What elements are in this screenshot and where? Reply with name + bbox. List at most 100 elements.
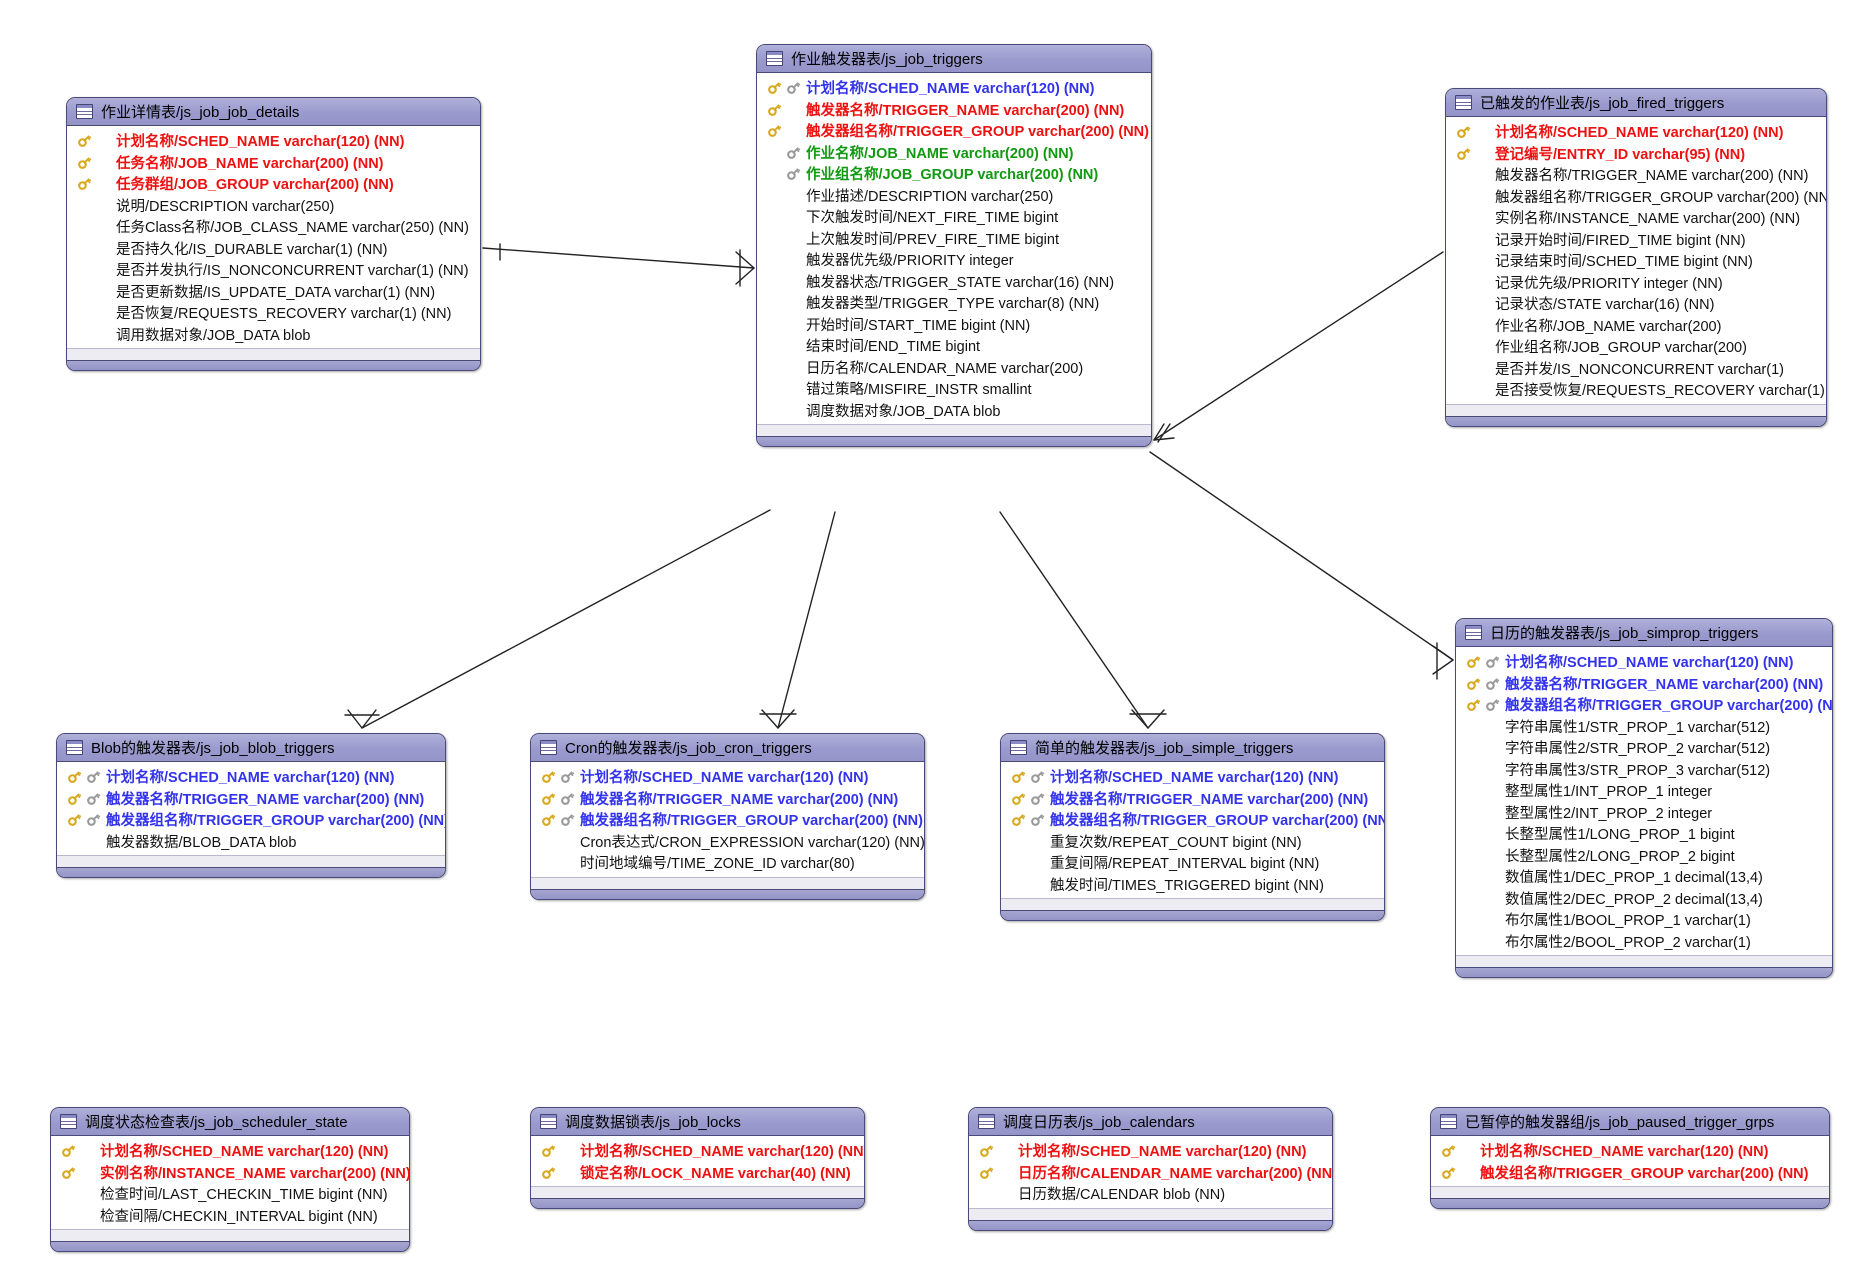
- entity-field[interactable]: 触发组名称/TRIGGER_GROUP varchar(200) (NN): [1431, 1162, 1829, 1184]
- entity-locks[interactable]: 调度数据锁表/js_job_locks 计划名称/SCHED_NAME varch…: [530, 1107, 865, 1209]
- entity-field[interactable]: 任务群组/JOB_GROUP varchar(200) (NN): [67, 173, 480, 195]
- entity-field[interactable]: 触发器名称/TRIGGER_NAME varchar(200) (NN): [1456, 673, 1832, 695]
- entity-field[interactable]: 整型属性1/INT_PROP_1 integer: [1456, 780, 1832, 802]
- entity-field[interactable]: 长整型属性1/LONG_PROP_1 bigint: [1456, 823, 1832, 845]
- entity-job_details[interactable]: 作业详情表/js_job_job_details 计划名称/SCHED_NAME …: [66, 97, 481, 371]
- entity-field[interactable]: 记录状态/STATE varchar(16) (NN): [1446, 293, 1826, 315]
- entity-field[interactable]: 计划名称/SCHED_NAME varchar(120) (NN): [1431, 1140, 1829, 1162]
- entity-field[interactable]: 触发器名称/TRIGGER_NAME varchar(200) (NN): [757, 99, 1151, 121]
- entity-resize-bar[interactable]: [67, 360, 480, 370]
- entity-field[interactable]: 计划名称/SCHED_NAME varchar(120) (NN): [57, 766, 445, 788]
- entity-simprop_triggers[interactable]: 日历的触发器表/js_job_simprop_triggers 计划名称/SCHE…: [1455, 618, 1833, 978]
- entity-resize-bar[interactable]: [1431, 1198, 1829, 1208]
- entity-field[interactable]: 错过策略/MISFIRE_INSTR smallint: [757, 378, 1151, 400]
- entity-field[interactable]: 实例名称/INSTANCE_NAME varchar(200) (NN): [51, 1162, 409, 1184]
- entity-field[interactable]: 触发器数据/BLOB_DATA blob: [57, 831, 445, 853]
- entity-field[interactable]: 记录开始时间/FIRED_TIME bigint (NN): [1446, 229, 1826, 251]
- entity-header-blob_triggers[interactable]: Blob的触发器表/js_job_blob_triggers: [57, 734, 445, 762]
- entity-header-calendars[interactable]: 调度日历表/js_job_calendars: [969, 1108, 1332, 1136]
- entity-resize-bar[interactable]: [969, 1219, 1332, 1230]
- entity-header-paused_trigger_grps[interactable]: 已暂停的触发器组/js_job_paused_trigger_grps: [1431, 1108, 1829, 1136]
- entity-field[interactable]: 触发器组名称/TRIGGER_GROUP varchar(200) (NN): [57, 809, 445, 831]
- entity-field[interactable]: 触发器组名称/TRIGGER_GROUP varchar(200) (NN): [1446, 186, 1826, 208]
- entity-field[interactable]: 触发器组名称/TRIGGER_GROUP varchar(200) (NN): [1456, 694, 1832, 716]
- entity-field[interactable]: 记录优先级/PRIORITY integer (NN): [1446, 272, 1826, 294]
- entity-field[interactable]: 是否持久化/IS_DURABLE varchar(1) (NN): [67, 238, 480, 260]
- entity-field[interactable]: 锁定名称/LOCK_NAME varchar(40) (NN): [531, 1162, 864, 1184]
- entity-field[interactable]: 计划名称/SCHED_NAME varchar(120) (NN): [531, 766, 924, 788]
- entity-field[interactable]: 触发器状态/TRIGGER_STATE varchar(16) (NN): [757, 271, 1151, 293]
- entity-field[interactable]: 计划名称/SCHED_NAME varchar(120) (NN): [67, 130, 480, 152]
- entity-field[interactable]: 作业名称/JOB_NAME varchar(200): [1446, 315, 1826, 337]
- entity-field[interactable]: 说明/DESCRIPTION varchar(250): [67, 195, 480, 217]
- entity-field[interactable]: 日历数据/CALENDAR blob (NN): [969, 1183, 1332, 1205]
- entity-field[interactable]: 触发器组名称/TRIGGER_GROUP varchar(200) (NN): [757, 120, 1151, 142]
- entity-field[interactable]: 开始时间/START_TIME bigint (NN): [757, 314, 1151, 336]
- entity-field[interactable]: 触发器优先级/PRIORITY integer: [757, 249, 1151, 271]
- entity-header-locks[interactable]: 调度数据锁表/js_job_locks: [531, 1108, 864, 1136]
- entity-field[interactable]: 是否并发执行/IS_NONCONCURRENT varchar(1) (NN): [67, 259, 480, 281]
- entity-header-fired_triggers[interactable]: 已触发的作业表/js_job_fired_triggers: [1446, 89, 1826, 117]
- entity-field[interactable]: Cron表达式/CRON_EXPRESSION varchar(120) (NN…: [531, 831, 924, 853]
- entity-field[interactable]: 计划名称/SCHED_NAME varchar(120) (NN): [51, 1140, 409, 1162]
- entity-field[interactable]: 计划名称/SCHED_NAME varchar(120) (NN): [1456, 651, 1832, 673]
- entity-field[interactable]: 是否并发/IS_NONCONCURRENT varchar(1): [1446, 358, 1826, 380]
- entity-field[interactable]: 日历名称/CALENDAR_NAME varchar(200) (NN): [969, 1162, 1332, 1184]
- entity-fired_triggers[interactable]: 已触发的作业表/js_job_fired_triggers 计划名称/SCHED_…: [1445, 88, 1827, 427]
- entity-resize-bar[interactable]: [57, 867, 445, 877]
- entity-field[interactable]: 任务名称/JOB_NAME varchar(200) (NN): [67, 152, 480, 174]
- entity-field[interactable]: 计划名称/SCHED_NAME varchar(120) (NN): [1446, 121, 1826, 143]
- entity-field[interactable]: 调用数据对象/JOB_DATA blob: [67, 324, 480, 346]
- entity-field[interactable]: 记录结束时间/SCHED_TIME bigint (NN): [1446, 250, 1826, 272]
- entity-header-job_details[interactable]: 作业详情表/js_job_job_details: [67, 98, 480, 126]
- entity-field[interactable]: 触发器组名称/TRIGGER_GROUP varchar(200) (NN): [531, 809, 924, 831]
- entity-field[interactable]: 检查间隔/CHECKIN_INTERVAL bigint (NN): [51, 1205, 409, 1227]
- entity-field[interactable]: 是否更新数据/IS_UPDATE_DATA varchar(1) (NN): [67, 281, 480, 303]
- entity-field[interactable]: 触发器名称/TRIGGER_NAME varchar(200) (NN): [1001, 788, 1384, 810]
- entity-paused_trigger_grps[interactable]: 已暂停的触发器组/js_job_paused_trigger_grps 计划名称/…: [1430, 1107, 1830, 1209]
- entity-field[interactable]: 字符串属性3/STR_PROP_3 varchar(512): [1456, 759, 1832, 781]
- entity-field[interactable]: 调度数据对象/JOB_DATA blob: [757, 400, 1151, 422]
- entity-header-simprop_triggers[interactable]: 日历的触发器表/js_job_simprop_triggers: [1456, 619, 1832, 647]
- entity-field[interactable]: 整型属性2/INT_PROP_2 integer: [1456, 802, 1832, 824]
- entity-field[interactable]: 布尔属性1/BOOL_PROP_1 varchar(1): [1456, 909, 1832, 931]
- entity-resize-bar[interactable]: [1446, 415, 1826, 426]
- entity-header-simple_triggers[interactable]: 简单的触发器表/js_job_simple_triggers: [1001, 734, 1384, 762]
- entity-field[interactable]: 任务Class名称/JOB_CLASS_NAME varchar(250) (N…: [67, 216, 480, 238]
- entity-cron_triggers[interactable]: Cron的触发器表/js_job_cron_triggers 计划名称/SCHED…: [530, 733, 925, 900]
- entity-field[interactable]: 结束时间/END_TIME bigint: [757, 335, 1151, 357]
- entity-resize-bar[interactable]: [1456, 967, 1832, 977]
- entity-field[interactable]: 上次触发时间/PREV_FIRE_TIME bigint: [757, 228, 1151, 250]
- entity-field[interactable]: 触发器名称/TRIGGER_NAME varchar(200) (NN): [1446, 164, 1826, 186]
- entity-field[interactable]: 触发器名称/TRIGGER_NAME varchar(200) (NN): [531, 788, 924, 810]
- entity-field[interactable]: 计划名称/SCHED_NAME varchar(120) (NN): [531, 1140, 864, 1162]
- entity-field[interactable]: 触发时间/TIMES_TRIGGERED bigint (NN): [1001, 874, 1384, 896]
- entity-field[interactable]: 是否接受恢复/REQUESTS_RECOVERY varchar(1): [1446, 379, 1826, 401]
- entity-field[interactable]: 布尔属性2/BOOL_PROP_2 varchar(1): [1456, 931, 1832, 953]
- entity-job_triggers[interactable]: 作业触发器表/js_job_triggers 计划名称/SCHED_NAME va…: [756, 44, 1152, 447]
- entity-field[interactable]: 时间地域编号/TIME_ZONE_ID varchar(80): [531, 852, 924, 874]
- entity-field[interactable]: 触发器组名称/TRIGGER_GROUP varchar(200) (NN): [1001, 809, 1384, 831]
- entity-field[interactable]: 数值属性1/DEC_PROP_1 decimal(13,4): [1456, 866, 1832, 888]
- entity-field[interactable]: 重复间隔/REPEAT_INTERVAL bigint (NN): [1001, 852, 1384, 874]
- entity-field[interactable]: 计划名称/SCHED_NAME varchar(120) (NN): [1001, 766, 1384, 788]
- entity-resize-bar[interactable]: [531, 888, 924, 899]
- entity-header-cron_triggers[interactable]: Cron的触发器表/js_job_cron_triggers: [531, 734, 924, 762]
- entity-header-job_triggers[interactable]: 作业触发器表/js_job_triggers: [757, 45, 1151, 73]
- entity-resize-bar[interactable]: [531, 1198, 864, 1208]
- entity-resize-bar[interactable]: [51, 1241, 409, 1251]
- entity-field[interactable]: 触发器类型/TRIGGER_TYPE varchar(8) (NN): [757, 292, 1151, 314]
- entity-field[interactable]: 实例名称/INSTANCE_NAME varchar(200) (NN): [1446, 207, 1826, 229]
- entity-field[interactable]: 登记编号/ENTRY_ID varchar(95) (NN): [1446, 143, 1826, 165]
- entity-field[interactable]: 作业组名称/JOB_GROUP varchar(200) (NN): [757, 163, 1151, 185]
- entity-field[interactable]: 重复次数/REPEAT_COUNT bigint (NN): [1001, 831, 1384, 853]
- entity-simple_triggers[interactable]: 简单的触发器表/js_job_simple_triggers 计划名称/SCHED…: [1000, 733, 1385, 921]
- entity-blob_triggers[interactable]: Blob的触发器表/js_job_blob_triggers 计划名称/SCHED…: [56, 733, 446, 878]
- entity-field[interactable]: 是否恢复/REQUESTS_RECOVERY varchar(1) (NN): [67, 302, 480, 324]
- entity-field[interactable]: 计划名称/SCHED_NAME varchar(120) (NN): [757, 77, 1151, 99]
- entity-field[interactable]: 下次触发时间/NEXT_FIRE_TIME bigint: [757, 206, 1151, 228]
- entity-field[interactable]: 检查时间/LAST_CHECKIN_TIME bigint (NN): [51, 1183, 409, 1205]
- entity-field[interactable]: 长整型属性2/LONG_PROP_2 bigint: [1456, 845, 1832, 867]
